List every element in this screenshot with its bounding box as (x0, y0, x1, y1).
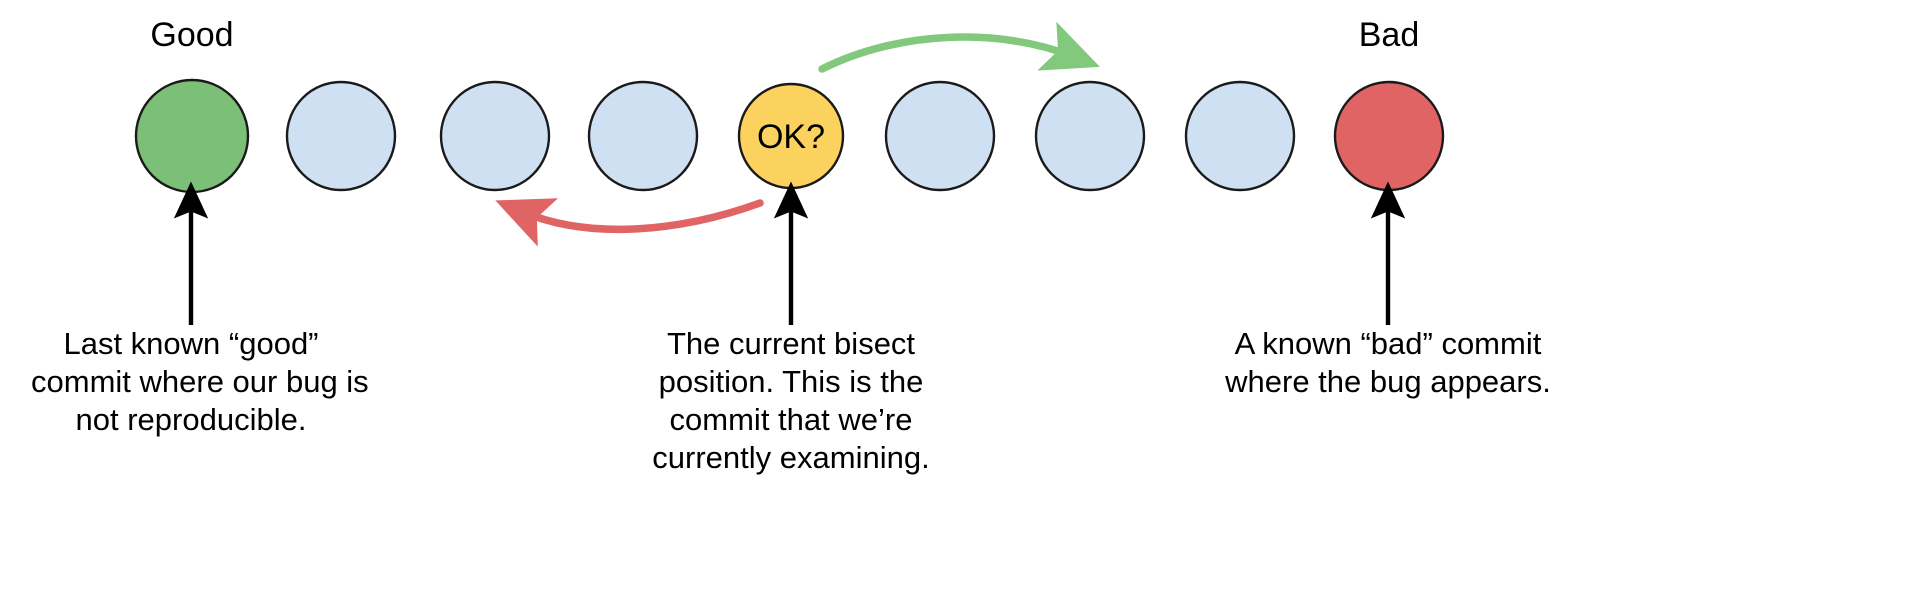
caption-bad-line-1: A known “bad” commit (1234, 326, 1542, 361)
endpoint-label-good: Good (150, 16, 234, 54)
caption-bad-line-2: where the bug appears. (1225, 364, 1551, 399)
commit-node-8[interactable] (1184, 80, 1296, 192)
commit-node-3[interactable] (439, 80, 551, 192)
commit-circle-unknown[interactable] (587, 80, 699, 192)
commit-node-current[interactable]: OK? (737, 82, 845, 190)
commit-node-6[interactable] (884, 80, 996, 192)
search-earlier-arrow (495, 198, 764, 247)
commit-circle-unknown[interactable] (1034, 80, 1146, 192)
caption-good: Last known “good” commit where our bug i… (31, 325, 369, 439)
commit-label-current: OK? (757, 118, 825, 156)
endpoint-label-bad: Bad (1358, 16, 1420, 54)
commit-circle-bad[interactable] (1333, 80, 1445, 192)
commit-circle-unknown[interactable] (1184, 80, 1296, 192)
commit-node-2[interactable] (285, 80, 397, 192)
caption-current-line-2: position. This is the (658, 364, 924, 399)
caption-current-line-1: The current bisect (666, 326, 916, 361)
commit-circle-unknown[interactable] (439, 80, 551, 192)
caption-current: The current bisect position. This is the… (641, 325, 941, 477)
commit-node-bad[interactable] (1333, 80, 1445, 192)
commit-node-7[interactable] (1034, 80, 1146, 192)
caption-good-line-2: commit where our bug is (31, 364, 369, 399)
search-later-arrow (818, 21, 1100, 73)
commit-node-4[interactable] (587, 80, 699, 192)
commit-circle-unknown[interactable] (285, 80, 397, 192)
commit-circle-unknown[interactable] (884, 80, 996, 192)
commit-circle-good[interactable] (134, 78, 250, 194)
caption-current-line-3: commit that we’re (669, 402, 913, 437)
commit-node-good[interactable] (134, 78, 250, 194)
caption-current-line-4: currently examining. (652, 440, 930, 475)
caption-good-line-1: Last known “good” (63, 326, 319, 361)
caption-bad: A known “bad” commit where the bug appea… (1218, 325, 1558, 401)
caption-good-line-3: not reproducible. (75, 402, 307, 437)
